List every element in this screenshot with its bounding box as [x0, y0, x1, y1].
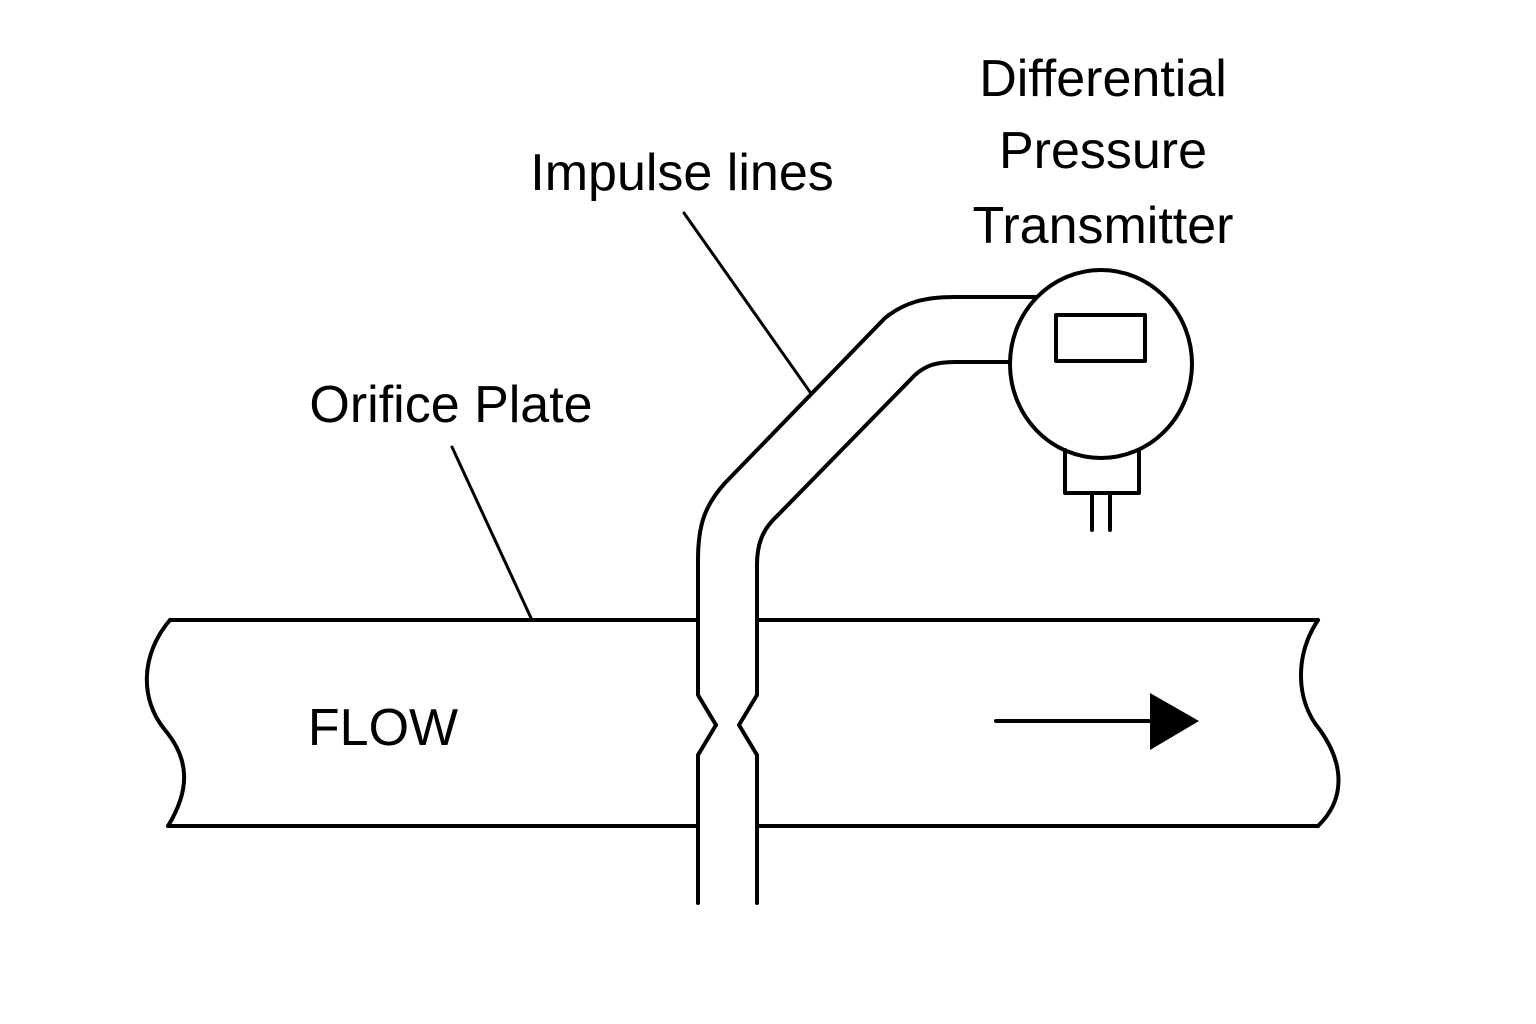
transmitter-body — [1008, 268, 1194, 460]
transmitter-display — [1054, 313, 1147, 363]
flow-label: FLOW — [308, 699, 458, 757]
pipe — [144, 618, 1341, 828]
transmitter-neck — [1063, 448, 1141, 495]
transmitter-label-line1: Differential — [979, 50, 1227, 108]
flow-arrow-head — [1150, 693, 1199, 750]
impulse-line-inner — [737, 360, 1012, 905]
orifice-plate-label: Orifice Plate — [309, 376, 592, 434]
impulse-lines — [696, 295, 1037, 905]
impulse-lines-label: Impulse lines — [530, 144, 833, 202]
impulse-line-outer — [696, 295, 1037, 905]
pipe-left-break — [144, 618, 187, 828]
flow-arrow-icon — [994, 693, 1199, 750]
impulse-lines-leader — [682, 211, 812, 394]
orifice-plate-leader — [450, 445, 533, 620]
differential-pressure-transmitter — [1008, 268, 1194, 532]
pipe-right-break — [1299, 618, 1341, 828]
transmitter-label-line2: Pressure — [999, 122, 1207, 180]
transmitter-label-line3: Transmitter — [973, 197, 1234, 255]
